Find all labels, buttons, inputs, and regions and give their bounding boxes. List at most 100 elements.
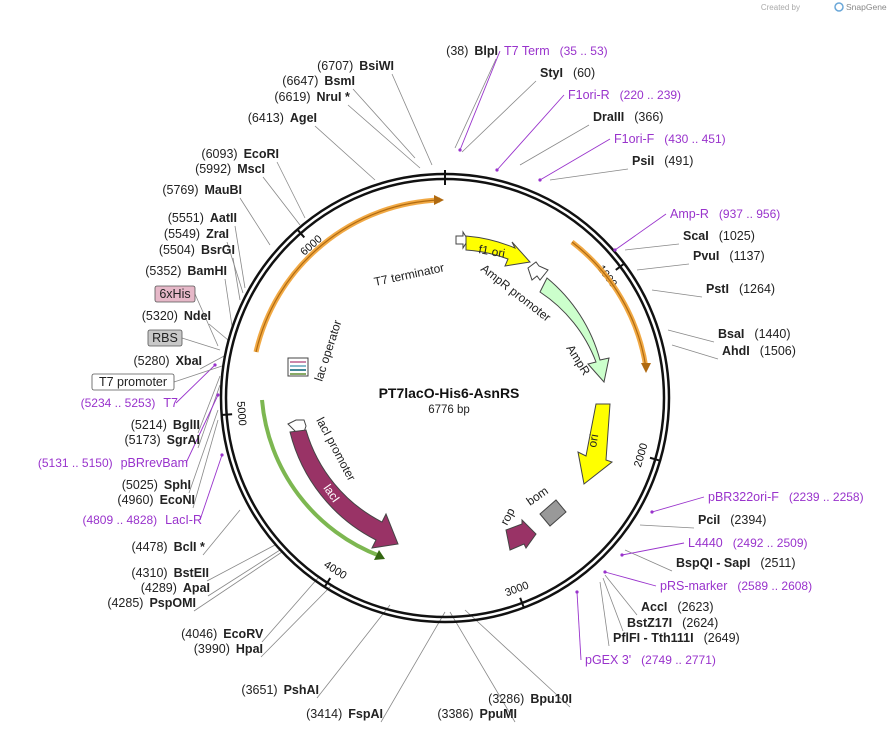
leader-bamhi <box>224 278 233 327</box>
site-label-styi: StyI(60) <box>540 66 595 80</box>
site-label-ndei: (5320)NdeI <box>142 309 211 323</box>
site-label-pshai: (3651)PshAI <box>241 683 319 697</box>
leader-nrui <box>347 104 421 169</box>
leader-xbai <box>199 354 227 370</box>
leader-aatii <box>234 225 246 289</box>
box-t7prom <box>91 373 175 391</box>
green-arc-outer-head <box>374 550 385 560</box>
primer-mark-f1orir <box>495 168 499 172</box>
primer-label-f1orir: F1ori-R(220 .. 239) <box>568 88 681 102</box>
primer-leader-l4440 <box>621 542 685 556</box>
leader-psti <box>651 289 703 298</box>
laci-arrow <box>289 429 399 549</box>
credit-prefix: Created by <box>761 3 800 12</box>
orange-arc-left-head <box>434 195 444 205</box>
site-label-bglii: (5214)BglII <box>131 418 200 432</box>
leader-fspai <box>380 611 446 723</box>
site-label-hpai: (3990)HpaI <box>194 642 263 656</box>
site-label-msci: (5992)MscI <box>195 162 265 176</box>
bom-label: bom <box>524 484 551 509</box>
leader-msci <box>262 176 301 226</box>
leader-ecoNI <box>192 419 219 509</box>
primer-mark-prsmarker <box>603 570 607 574</box>
leader-pflfi <box>599 581 610 647</box>
box-6xhis <box>154 285 196 303</box>
primer-mark-f1orif <box>538 178 542 182</box>
primer-leader-pbr322 <box>651 496 705 513</box>
box-rbs <box>147 329 183 347</box>
primer-labels: T7 Term(35 .. 53)F1ori-R(220 .. 239)F1or… <box>38 44 864 667</box>
primer-leader-laciR <box>199 454 223 521</box>
leader-blpi <box>454 58 497 149</box>
leader-ahdi <box>671 344 719 360</box>
tick-label-5000: 5000 <box>234 401 248 426</box>
leader-bsai <box>667 329 715 343</box>
features: T7 terminator f1 ori AmpR promoter AmpR … <box>253 195 651 560</box>
leader-maubi <box>239 197 271 246</box>
primer-leader-prsmarker <box>604 571 657 587</box>
site-label-bcli: (4478)BclI * <box>131 540 205 554</box>
leader-bspqi <box>624 549 673 572</box>
primer-mark-t7term <box>458 148 462 152</box>
site-label-bsmi: (6647)BsmI <box>282 74 355 88</box>
leader-bsmi <box>352 88 416 159</box>
orange-arc-right-head <box>641 363 651 373</box>
site-label-pvui: PvuI(1137) <box>693 249 765 263</box>
credit-brand: SnapGene <box>846 2 887 12</box>
snapgene-logo <box>834 2 844 12</box>
leader-draiii <box>519 124 590 166</box>
leader-ndei <box>208 323 229 341</box>
primer-label-pbrrevbam: (5131 .. 5150)pBRrevBam <box>38 456 188 470</box>
primer-label-pbr322: pBR322ori-F(2239 .. 2258) <box>708 490 864 504</box>
box-label-rbs: RBS <box>152 331 178 345</box>
site-label-bsai: BsaI(1440) <box>718 327 791 341</box>
box-leader-6xhis <box>194 293 219 347</box>
tick-6000 <box>296 228 306 239</box>
tick-label-2000: 2000 <box>632 442 650 469</box>
primer-leader-pgex3 <box>576 591 582 661</box>
site-label-ecoNI: (4960)EcoNI <box>117 493 195 507</box>
site-label-pspomi: (4285)PspOMI <box>107 596 196 610</box>
leader-zrai <box>226 241 244 294</box>
site-label-apai: (4289)ApaI <box>141 581 210 595</box>
leader-pshai <box>316 604 391 699</box>
leader-pvui <box>636 263 690 271</box>
leader-styi <box>461 80 537 153</box>
leader-sphi <box>188 409 219 494</box>
site-label-scai: ScaI(1025) <box>683 229 755 243</box>
leader-bsrgi <box>232 257 241 301</box>
leader-bglii <box>197 375 221 434</box>
site-label-bamhi: (5352)BamHI <box>145 264 227 278</box>
leader-acci <box>604 574 638 616</box>
site-label-agei: (6413)AgeI <box>248 111 317 125</box>
site-label-bsrgi: (5504)BsrGI <box>159 243 235 257</box>
site-label-pcii: PciI(2394) <box>698 513 766 527</box>
primer-leader-t7 <box>175 364 216 404</box>
leader-apai <box>207 549 281 597</box>
primer-leader-f1orif <box>539 138 611 181</box>
lac-operator-label: lac operator <box>312 318 345 383</box>
primer-mark-laciR <box>220 453 224 457</box>
leader-ppumi <box>449 611 516 723</box>
box-label-6xhis: 6xHis <box>159 287 190 301</box>
site-label-nrui: (6619)NruI * <box>274 90 350 104</box>
primer-leader-f1orir <box>496 94 565 171</box>
leader-bpu10i <box>464 609 571 708</box>
leader-agei <box>314 125 376 181</box>
primer-label-prsmarker: pRS-marker(2589 .. 2608) <box>660 579 812 593</box>
primer-mark-pbrrevbam <box>216 393 220 397</box>
lac-operator-box <box>287 357 309 377</box>
rop-arrow <box>505 518 537 551</box>
primer-label-t7: (5234 .. 5253)T7 <box>81 396 178 410</box>
rop-label: rop <box>497 505 518 527</box>
site-label-psti: PstI(1264) <box>706 282 775 296</box>
site-label-bpu10i: (3286)Bpu10I <box>488 692 572 706</box>
f1-ori-label: f1 ori <box>477 242 506 260</box>
site-label-ahdi: AhdI(1506) <box>722 344 796 358</box>
primer-marks <box>213 148 654 594</box>
site-label-bsteii: (4310)BstEII <box>131 566 209 580</box>
leader-bsteii <box>206 544 276 582</box>
tick-5000 <box>221 413 233 417</box>
